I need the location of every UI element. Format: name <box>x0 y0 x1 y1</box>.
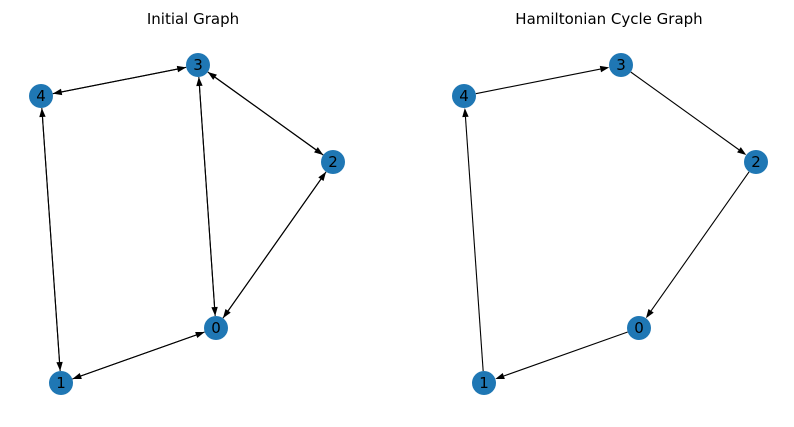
hamiltonian-cycle-arrowhead-2-0 <box>645 308 654 319</box>
initial-graph-edge-1-0 <box>72 334 197 380</box>
initial-graph-edges <box>39 65 327 380</box>
hamiltonian-cycle-panel: Hamiltonian Cycle Graph 0 1 2 3 4 <box>452 10 768 395</box>
initial-graph-edge-0-3 <box>198 85 216 317</box>
initial-graph-node-label-4: 4 <box>36 87 46 105</box>
initial-graph-nodes: 0 1 2 3 4 <box>29 53 345 395</box>
initial-graph-arrowhead-1-0 <box>195 332 205 339</box>
hamiltonian-cycle-node-1 <box>472 371 496 395</box>
initial-graph-node-0 <box>204 316 228 340</box>
initial-graph-arrowhead-0-3 <box>196 76 203 87</box>
hamiltonian-cycle-edge-2-0 <box>650 171 750 312</box>
initial-graph-edge-1-4 <box>41 116 61 372</box>
hamiltonian-cycle-node-0 <box>627 316 651 340</box>
initial-graph-arrowhead-1-4 <box>39 107 46 118</box>
initial-graph-edge-4-3 <box>52 68 178 95</box>
hamiltonian-cycle-arrowhead-3-2 <box>737 147 747 155</box>
hamiltonian-cycle-edge-0-1 <box>503 331 628 377</box>
initial-graph-arrowhead-2-3 <box>207 72 217 80</box>
hamiltonian-cycle-arrowhead-1-4 <box>462 107 469 118</box>
initial-graph-node-label-0: 0 <box>211 319 221 337</box>
initial-graph-edge-0-2 <box>222 178 322 319</box>
initial-graph-arrowhead-0-2 <box>318 171 327 182</box>
initial-graph-arrowhead-0-1 <box>72 372 82 379</box>
hamiltonian-cycle-edge-1-4 <box>464 116 484 372</box>
initial-graph-edge-2-3 <box>214 76 324 156</box>
initial-graph-node-3 <box>186 53 210 77</box>
initial-graph-node-label-3: 3 <box>193 56 203 74</box>
hamiltonian-cycle-node-label-0: 0 <box>634 319 644 337</box>
hamiltonian-cycle-nodes: 0 1 2 3 4 <box>452 53 768 395</box>
initial-graph-arrowhead-4-3 <box>176 65 187 73</box>
hamiltonian-cycle-node-label-1: 1 <box>479 374 489 392</box>
hamiltonian-cycle-node-label-4: 4 <box>459 87 469 105</box>
hamiltonian-cycle-node-2 <box>744 150 768 174</box>
initial-graph-panel: Initial Graph 0 1 2 3 4 <box>29 10 345 395</box>
hamiltonian-cycle-node-3 <box>609 53 633 77</box>
initial-graph-node-label-2: 2 <box>328 153 338 171</box>
hamiltonian-cycle-edge-3-2 <box>630 71 740 151</box>
hamiltonian-cycle-node-label-2: 2 <box>751 153 761 171</box>
hamiltonian-cycle-title: Hamiltonian Cycle Graph <box>515 10 702 28</box>
hamiltonian-cycle-arrowhead-4-3 <box>599 65 610 73</box>
initial-graph-node-4 <box>29 84 53 108</box>
initial-graph-title: Initial Graph <box>147 10 239 28</box>
initial-graph-node-2 <box>321 150 345 174</box>
initial-graph-node-label-1: 1 <box>56 374 66 392</box>
initial-graph-node-1 <box>49 371 73 395</box>
hamiltonian-cycle-node-4 <box>452 84 476 108</box>
hamiltonian-cycle-arrowhead-0-1 <box>495 372 505 379</box>
hamiltonian-cycle-edges <box>462 65 750 379</box>
hamiltonian-cycle-node-label-3: 3 <box>616 56 626 74</box>
hamiltonian-cycle-edge-4-3 <box>475 68 601 95</box>
